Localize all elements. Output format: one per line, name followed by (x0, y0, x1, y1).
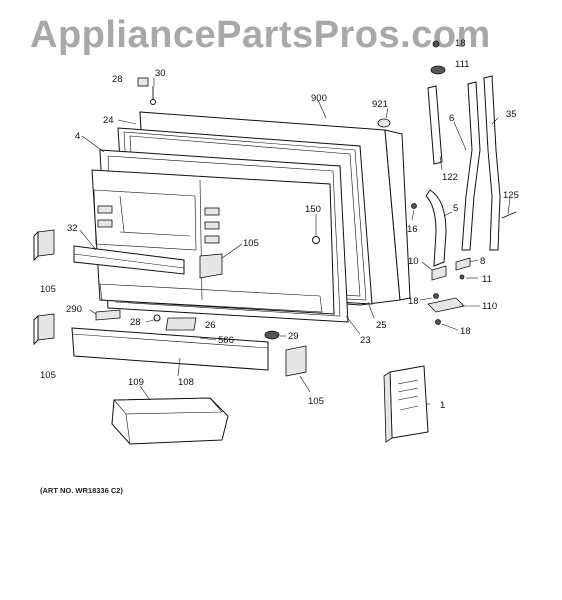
screw-30 (150, 86, 156, 105)
callout-105b: 105 (40, 284, 56, 295)
callout-26: 26 (205, 320, 216, 331)
callout-25: 25 (376, 320, 387, 331)
callout-6: 6 (449, 113, 454, 124)
callout-18c: 18 (460, 326, 471, 337)
callout-105d: 105 (308, 396, 324, 407)
callout-111: 111 (455, 59, 469, 70)
watermark: AppliancePartsPros.com (30, 14, 491, 56)
callout-11: 11 (482, 274, 492, 285)
part-150 (312, 236, 320, 244)
screw-16 (411, 203, 417, 209)
callout-28a: 28 (112, 74, 123, 85)
screw-28-top (137, 77, 149, 87)
screw-18-b (433, 293, 439, 299)
callout-921: 921 (372, 99, 388, 110)
callout-4: 4 (75, 131, 80, 142)
callout-5: 5 (453, 203, 458, 214)
callout-8: 8 (480, 256, 485, 267)
callout-125: 125 (503, 190, 519, 201)
bracket-26 (165, 317, 197, 331)
callout-18a: 18 (455, 38, 466, 49)
callout-150: 150 (305, 204, 321, 215)
shelf-end-105-c (33, 313, 55, 346)
shelf-end-105-a (33, 229, 55, 262)
callout-10: 10 (408, 256, 419, 267)
callout-23: 23 (360, 335, 371, 346)
callout-labels: 18 111 28 30 900 921 24 6 35 4 122 125 5… (40, 38, 519, 411)
callout-109: 109 (128, 377, 144, 388)
callout-35: 35 (506, 109, 517, 120)
door-shelf-32 (73, 245, 185, 275)
handle-6 (461, 81, 481, 251)
door-shelf-108 (71, 327, 269, 371)
part-8 (455, 257, 471, 271)
callout-110: 110 (482, 301, 497, 312)
leader-lines (79, 78, 511, 405)
bin-109 (111, 397, 229, 445)
callout-16: 16 (407, 224, 418, 235)
part-10 (431, 265, 447, 281)
inner-door-liner (91, 149, 349, 323)
callout-24: 24 (103, 115, 114, 126)
callout-18b: 18 (408, 296, 419, 307)
callout-566: 566 (218, 335, 234, 346)
shelf-end-105-b (199, 253, 223, 279)
hinge-plate-110 (427, 297, 465, 313)
callout-29: 29 (288, 331, 299, 342)
callout-900: 900 (311, 93, 327, 104)
callout-290: 290 (66, 304, 82, 315)
screw-11 (459, 274, 465, 280)
art-number: (ART NO. WR18336 C2) (40, 486, 123, 495)
callout-32: 32 (67, 223, 78, 234)
hinge-bar-122 (427, 40, 446, 165)
screw-28-bottom (153, 314, 161, 322)
callout-105a: 105 (243, 238, 259, 249)
owners-manual-1 (383, 365, 429, 443)
callout-105c: 105 (40, 370, 56, 381)
shelf-end-105-d (285, 345, 307, 377)
callout-30: 30 (155, 68, 166, 79)
callout-108: 108 (178, 377, 194, 388)
plug-921 (377, 118, 391, 128)
hinge-5 (425, 189, 447, 267)
part-29 (264, 330, 280, 340)
handle-trim-35 (483, 75, 501, 251)
callout-1: 1 (440, 400, 445, 411)
part-290 (95, 309, 121, 321)
screw-18-c (435, 319, 441, 325)
pin-125 (501, 211, 517, 219)
callout-28b: 28 (130, 317, 141, 328)
callout-122: 122 (442, 172, 458, 183)
